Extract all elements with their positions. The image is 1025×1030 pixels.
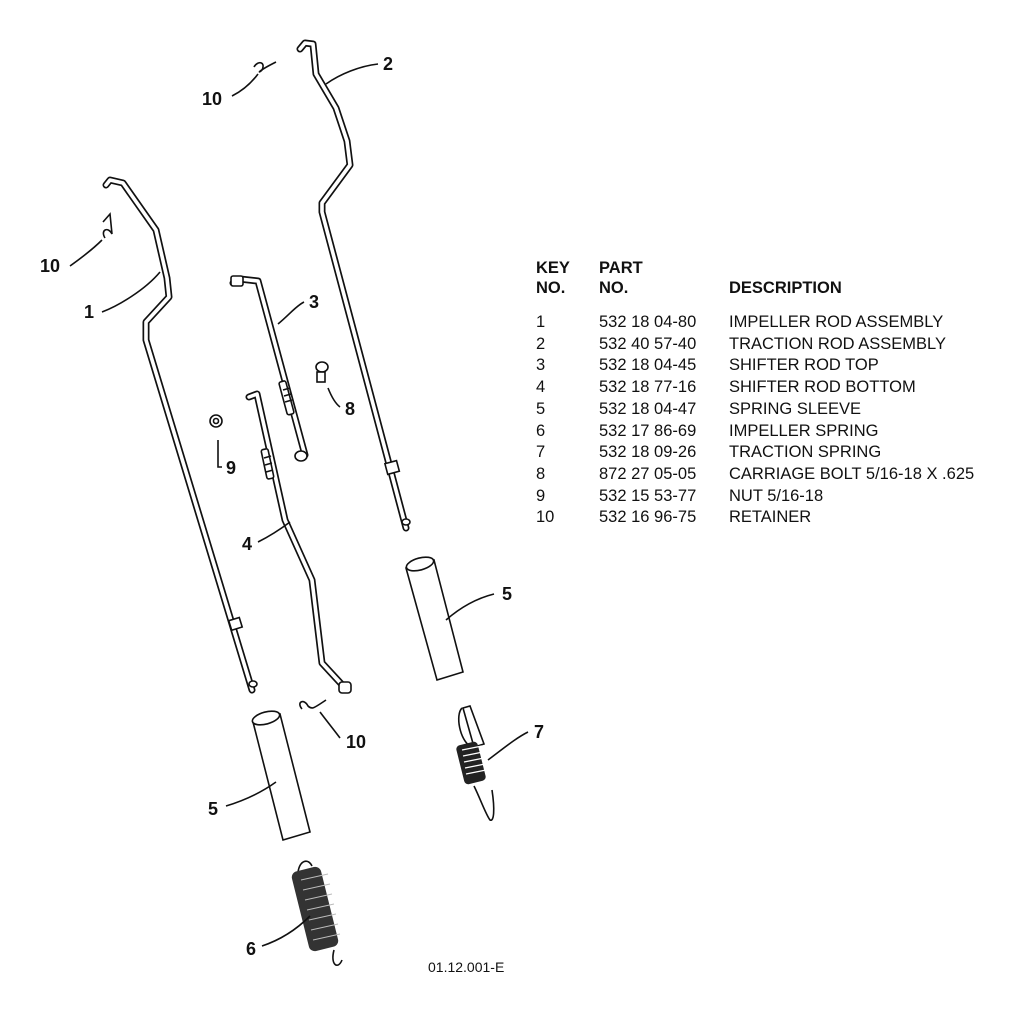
row-description: SPRING SLEEVE xyxy=(729,399,862,418)
callout-5-upper: 5 xyxy=(502,584,512,604)
row-part-no: 532 17 86-69 xyxy=(599,421,697,440)
impeller-spring xyxy=(291,860,343,966)
shifter-rod-bottom xyxy=(245,390,352,694)
row-part-no: 532 18 04-47 xyxy=(599,399,697,418)
table-row: 4 532 18 77-16 SHIFTER ROD BOTTOM xyxy=(536,377,974,399)
row-part-no: 532 18 77-16 xyxy=(599,378,697,397)
row-part-no: 872 27 05-05 xyxy=(599,464,697,483)
header-part-no: PART NO. xyxy=(599,258,729,298)
parts-table-body: 1 532 18 04-80 IMPELLER ROD ASSEMBLY 2 532 4… xyxy=(536,312,974,529)
row-key: 4 xyxy=(536,378,546,397)
impeller-rod-assembly xyxy=(102,176,258,694)
header-description: DESCRIPTION xyxy=(729,279,842,297)
callout-10-top: 10 xyxy=(202,89,222,109)
table-row: 7 532 18 09-26 TRACTION SPRING xyxy=(536,442,974,464)
traction-spring xyxy=(456,705,495,821)
row-description: IMPELLER ROD ASSEMBLY xyxy=(729,313,944,331)
row-key: 6 xyxy=(536,421,546,440)
table-row: 6 532 17 86-69 IMPELLER SPRING xyxy=(536,421,974,443)
nut xyxy=(209,414,223,428)
row-description: TRACTION ROD ASSEMBLY xyxy=(729,334,946,353)
row-part-no: 532 15 53-77 xyxy=(599,486,697,505)
callout-7: 7 xyxy=(534,722,544,742)
row-part-no: 532 18 04-80 xyxy=(599,313,697,331)
row-key: 3 xyxy=(536,356,546,375)
callout-8: 8 xyxy=(345,399,355,419)
retainer-left xyxy=(102,212,113,239)
table-row: 2 532 40 57-40 TRACTION ROD ASSEMBLY xyxy=(536,334,974,356)
callout-3: 3 xyxy=(309,292,319,312)
row-key: 2 xyxy=(536,334,546,353)
callout-4: 4 xyxy=(242,534,252,554)
figure-id: 01.12.001-E xyxy=(428,959,504,975)
retainer-top xyxy=(253,61,277,73)
row-key: 1 xyxy=(536,313,546,331)
callout-2: 2 xyxy=(383,54,393,74)
row-key: 7 xyxy=(536,443,546,462)
table-row: 3 532 18 04-45 SHIFTER ROD TOP xyxy=(536,355,974,377)
row-description: CARRIAGE BOLT 5/16-18 X .625 xyxy=(729,464,975,483)
callout-6: 6 xyxy=(246,939,256,959)
callout-10-bottom: 10 xyxy=(346,732,366,752)
table-row: 9 532 15 53-77 NUT 5/16-18 xyxy=(536,486,974,508)
row-key: 9 xyxy=(536,486,546,505)
callout-1: 1 xyxy=(84,302,94,322)
table-row: 5 532 18 04-47 SPRING SLEEVE xyxy=(536,399,974,421)
table-row: 1 532 18 04-80 IMPELLER ROD ASSEMBLY xyxy=(536,312,974,334)
table-row: 10 532 16 96-75 RETAINER xyxy=(536,507,974,529)
traction-rod-assembly xyxy=(296,39,411,532)
row-part-no: 532 18 04-45 xyxy=(599,356,697,375)
row-key: 5 xyxy=(536,399,546,418)
row-description: SHIFTER ROD TOP xyxy=(729,356,879,375)
callout-9: 9 xyxy=(226,458,236,478)
carriage-bolt xyxy=(315,361,329,383)
row-description: NUT 5/16-18 xyxy=(729,486,824,505)
row-description: IMPELLER SPRING xyxy=(729,421,879,440)
retainer-bottom xyxy=(299,699,327,710)
header-key-line1: KEY xyxy=(536,259,570,277)
callout-5-lower: 5 xyxy=(208,799,218,819)
row-part-no: 532 16 96-75 xyxy=(599,508,697,527)
shifter-rod-top xyxy=(229,275,309,462)
table-row: 8 872 27 05-05 CARRIAGE BOLT 5/16-18 X .62… xyxy=(536,464,974,486)
leader-lines xyxy=(69,63,529,947)
header-key-no: KEY NO. xyxy=(536,258,599,298)
row-key: 10 xyxy=(536,508,555,527)
row-part-no: 532 18 09-26 xyxy=(599,443,697,462)
parts-table: KEY NO. PART NO. DESCRIPTION 1 532 18 04-… xyxy=(536,258,974,529)
callout-10-left: 10 xyxy=(40,256,60,276)
row-description: SHIFTER ROD BOTTOM xyxy=(729,378,916,397)
header-part-line2: NO. xyxy=(599,279,629,297)
spring-sleeve-lower xyxy=(251,710,311,842)
header-key-line2: NO. xyxy=(536,279,566,297)
row-part-no: 532 40 57-40 xyxy=(599,334,697,353)
row-description: RETAINER xyxy=(729,508,812,527)
row-key: 8 xyxy=(536,464,546,483)
parts-table-header: KEY NO. PART NO. DESCRIPTION xyxy=(536,258,974,298)
row-description: TRACTION SPRING xyxy=(729,443,882,462)
header-part-line1: PART xyxy=(599,259,643,277)
spring-sleeve-upper xyxy=(405,556,464,682)
